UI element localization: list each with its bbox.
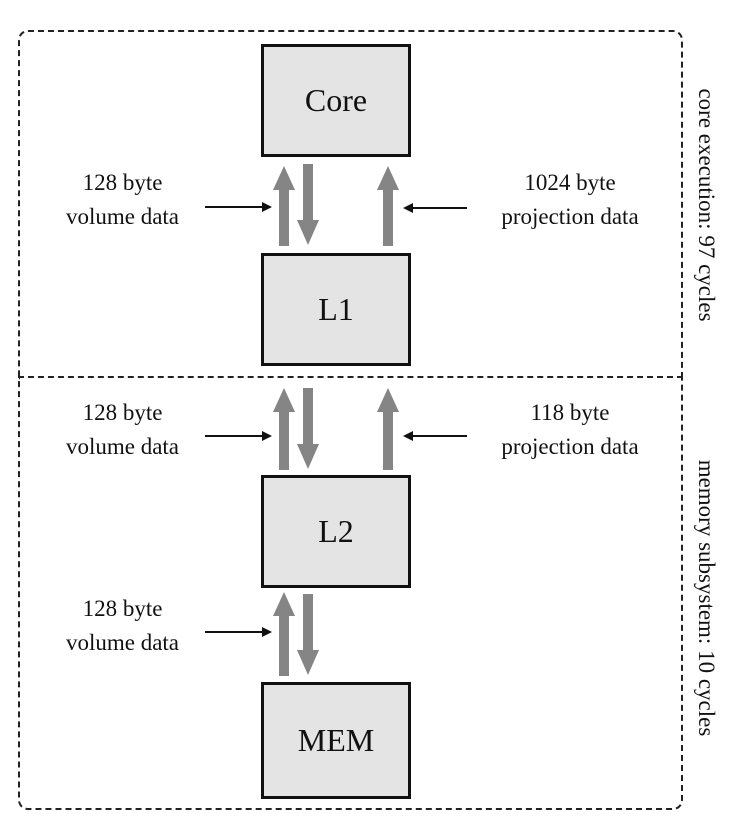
l2-volume-pointer-arrow — [205, 431, 272, 441]
l1-box: L1 — [261, 253, 411, 366]
l1-to-l2-volume-down-arrow — [297, 388, 319, 469]
l1-projection-pointer-arrow — [403, 203, 467, 213]
mem-box: MEM — [261, 682, 411, 799]
l1-volume-pointer-arrow — [205, 202, 272, 212]
l2-projection-pointer-arrow — [403, 431, 467, 441]
l2-to-mem-volume-down-arrow — [297, 594, 319, 675]
core-to-l1-volume-down-arrow — [297, 164, 319, 245]
l1-to-core-volume-up-arrow — [273, 166, 295, 246]
memory-subsystem-region — [18, 376, 683, 810]
core-box: Core — [261, 44, 411, 157]
l2-to-l1-volume-up-arrow — [273, 388, 295, 470]
mem-volume-pointer-arrow — [205, 627, 272, 637]
l1-to-core-projection-up-arrow — [377, 166, 399, 246]
core-execution-region — [18, 30, 683, 378]
l2-to-l1-projection-up-arrow — [377, 388, 399, 470]
l2-box: L2 — [261, 475, 411, 588]
mem-to-l2-volume-up-arrow — [273, 592, 295, 676]
